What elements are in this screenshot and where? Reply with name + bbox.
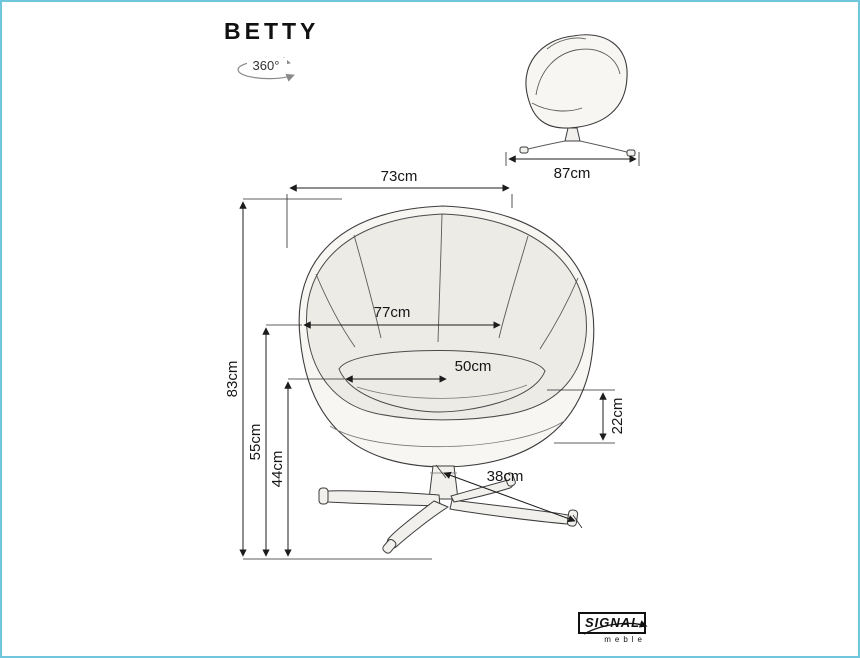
dim-height-seat <box>284 378 344 557</box>
brand-subtitle: meble <box>604 635 646 644</box>
dim-width-back <box>286 184 513 248</box>
rotation-360-icon <box>237 57 295 82</box>
brand-name: SIGNAL <box>585 615 641 630</box>
dim-height-arm <box>262 324 302 557</box>
chair-front-view <box>298 205 595 554</box>
dim-depth-label: 87cm <box>554 165 591 182</box>
product-title: BETTY <box>224 18 320 44</box>
rotation-360-label: 360° <box>253 58 280 73</box>
brand-logo-box: SIGNAL <box>578 612 648 635</box>
dim-width-back-label: 73cm <box>381 168 418 185</box>
brand-logo: SIGNAL meble <box>578 612 648 644</box>
dim-width-seat-label: 50cm <box>455 358 492 375</box>
dim-width-inner-label: 77cm <box>374 304 411 321</box>
dim-height-shell-label: 22cm <box>609 398 626 435</box>
dim-base-leg <box>435 464 583 529</box>
dim-height-total <box>239 198 432 560</box>
dim-height-arm-label: 55cm <box>247 424 264 461</box>
dim-height-seat-label: 44cm <box>269 451 286 488</box>
dim-height-total-label: 83cm <box>224 361 241 398</box>
dim-depth <box>505 152 640 166</box>
chair-side-view <box>519 34 636 157</box>
dim-height-shell <box>547 389 615 444</box>
dim-base-leg-label: 38cm <box>487 468 524 485</box>
